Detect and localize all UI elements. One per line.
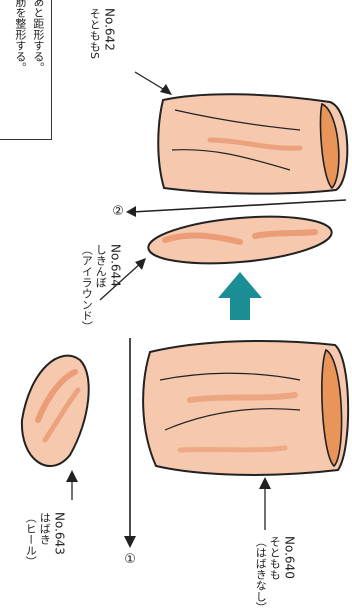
label-no642-number: No.642: [102, 8, 116, 51]
label-no640-alias: （はばきなし）: [254, 536, 267, 613]
meat-piece-no640: [143, 341, 348, 475]
label-no643-number: No.643: [52, 512, 66, 555]
step2-arrowhead: [126, 206, 136, 217]
step2-line: [132, 200, 346, 212]
meat-piece-no643: [22, 356, 89, 466]
label-no644-name: しきんぼ: [94, 244, 107, 288]
label-no643-alias: （ヒール）: [24, 512, 37, 567]
step-1-marker: ①: [122, 552, 138, 567]
meat-piece-no644: [146, 210, 333, 270]
label-no640-number: No.640: [282, 536, 296, 579]
label-no643-name: はばき: [38, 512, 51, 545]
label-no642-name: そとももS: [88, 8, 101, 59]
meat-piece-no642: [158, 94, 347, 193]
step1-arrowhead: [124, 536, 136, 548]
label-no644-number: No.644: [108, 244, 122, 287]
teal-up-arrow: [218, 272, 262, 320]
label-no644-alias: （アイラウンド）: [80, 244, 93, 332]
step-2-marker: ②: [110, 204, 126, 219]
label-no640-name: そともも: [268, 536, 281, 580]
